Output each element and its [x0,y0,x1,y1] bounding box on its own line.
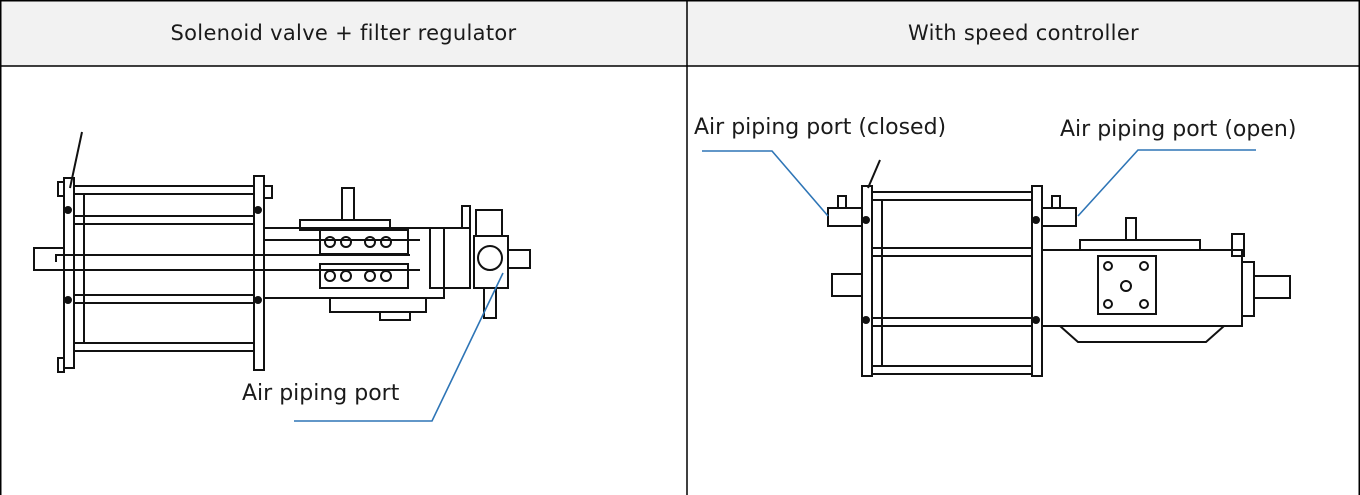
label-air-piping-port: Air piping port [242,381,400,406]
actuator-drawing-speed-controller [827,159,1291,377]
leader-line-air-piping-port-open [1077,149,1256,217]
label-air-piping-port-closed: Air piping port (closed) [694,115,947,140]
header-solenoid-filter: Solenoid valve + filter regulator [0,0,687,66]
leader-line-air-piping-port-closed [702,150,829,217]
label-air-piping-port-open: Air piping port (open) [1060,117,1297,142]
header-speed-controller: With speed controller [687,0,1360,66]
actuator-drawing-solenoid [33,131,531,373]
leader-line-air-piping-port [294,272,504,422]
